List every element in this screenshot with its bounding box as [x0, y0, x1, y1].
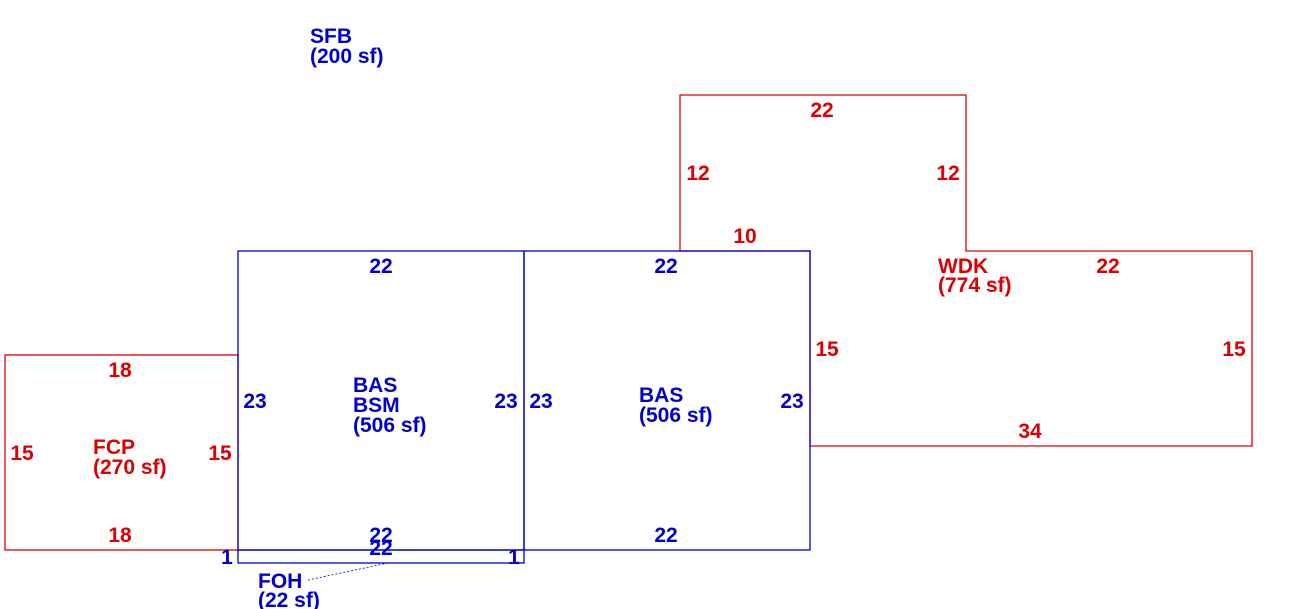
- wdk-right-top-dim: 22: [1096, 255, 1119, 278]
- wdk-left-dim: 15: [815, 338, 839, 361]
- foh-left-dim: 1: [221, 546, 233, 569]
- wdk-step-dim: 10: [733, 225, 756, 248]
- bas-bsm-code: BAS: [353, 374, 397, 397]
- wdk-top-dim: 22: [810, 99, 833, 122]
- fcp-right-dim: 15: [208, 442, 232, 465]
- fcp-left-dim: 15: [10, 442, 34, 465]
- bas-bsm-code2: BSM: [353, 394, 400, 417]
- foh-area: (22 sf): [258, 589, 320, 609]
- bas-bottom-dim: 22: [654, 524, 677, 547]
- fcp-area: (270 sf): [93, 456, 167, 479]
- foh-right-dim: 1: [508, 546, 520, 569]
- wdk-upper-right-dim: 12: [936, 162, 959, 185]
- fcp-code: FCP: [93, 436, 135, 459]
- wdk-code: WDK: [938, 255, 988, 278]
- foh-outline: [237, 549, 525, 564]
- foh-top-dim: 22: [369, 537, 392, 560]
- sfb-area: (200 sf): [310, 45, 384, 68]
- bas-area: (506 sf): [639, 404, 713, 427]
- bas-code: BAS: [639, 384, 683, 407]
- foh-leader-line: [307, 562, 389, 581]
- fcp-top-dim: 18: [108, 359, 132, 382]
- bas-top-dim: 22: [654, 255, 677, 278]
- bas-right-dim: 23: [780, 390, 803, 413]
- wdk-upper-left-dim: 12: [686, 162, 709, 185]
- bsm-bottom-dim: 22: [369, 524, 392, 547]
- wdk-area: (774 sf): [938, 274, 1012, 297]
- bas-left-dim: 23: [529, 390, 552, 413]
- bas-outline: [523, 250, 811, 551]
- bas-bsm-area: (506 sf): [353, 414, 427, 437]
- foh-code: FOH: [258, 570, 302, 593]
- bsm-left-dim: 23: [243, 390, 266, 413]
- sfb-code: SFB: [310, 25, 352, 48]
- wdk-right-dim: 15: [1222, 338, 1246, 361]
- bsm-right-dim: 23: [494, 390, 517, 413]
- wdk-bottom-dim: 34: [1018, 420, 1042, 443]
- bsm-top-dim: 22: [369, 255, 392, 278]
- fcp-bottom-dim: 18: [108, 524, 132, 547]
